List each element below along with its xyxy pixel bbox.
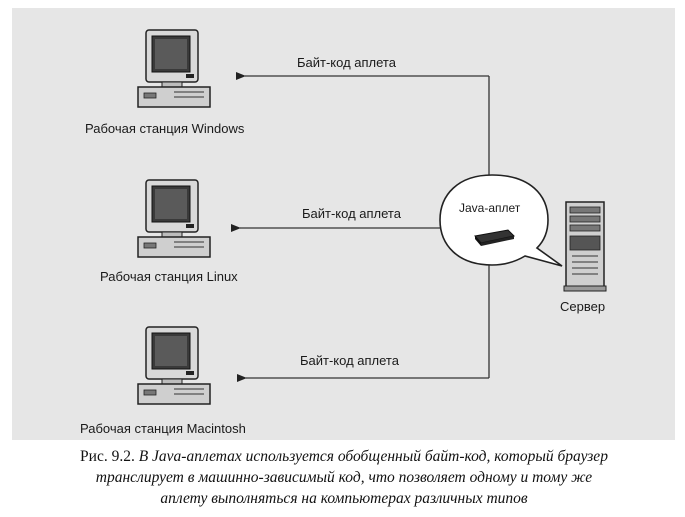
figure-number: Рис. 9.2.	[80, 448, 135, 465]
arrow-label-macintosh: Байт-код аплета	[300, 353, 399, 368]
figure-caption: Рис. 9.2. В Java-аплетах используется об…	[20, 446, 668, 509]
workstation-label-linux: Рабочая станция Linux	[100, 269, 238, 284]
java-applet-bubble	[439, 174, 563, 267]
server-label: Сервер	[560, 299, 606, 314]
computer-macintosh-icon	[137, 326, 211, 405]
caption-line-1: Рис. 9.2. В Java-аплетах используется об…	[20, 446, 668, 467]
diagram-background	[12, 8, 675, 440]
caption-text-1: В Java-аплетах используется обобщенный б…	[138, 448, 608, 465]
caption-line-2: транслирует в машинно-зависимый код, что…	[95, 469, 593, 486]
workstation-label-macintosh: Рабочая станция Macintosh	[80, 421, 246, 436]
applet-chip-icon	[474, 229, 516, 246]
bubble-label: Java-аплет	[459, 201, 521, 215]
arrow-label-windows: Байт-код аплета	[297, 55, 396, 70]
arrow-label-linux: Байт-код аплета	[302, 206, 401, 221]
computer-linux-icon	[137, 179, 211, 258]
caption-line-3: аплету выполняться на компьютерах различ…	[160, 490, 528, 507]
server-icon	[563, 201, 607, 292]
workstation-label-windows: Рабочая станция Windows	[85, 121, 245, 136]
computer-windows-icon	[137, 29, 211, 108]
